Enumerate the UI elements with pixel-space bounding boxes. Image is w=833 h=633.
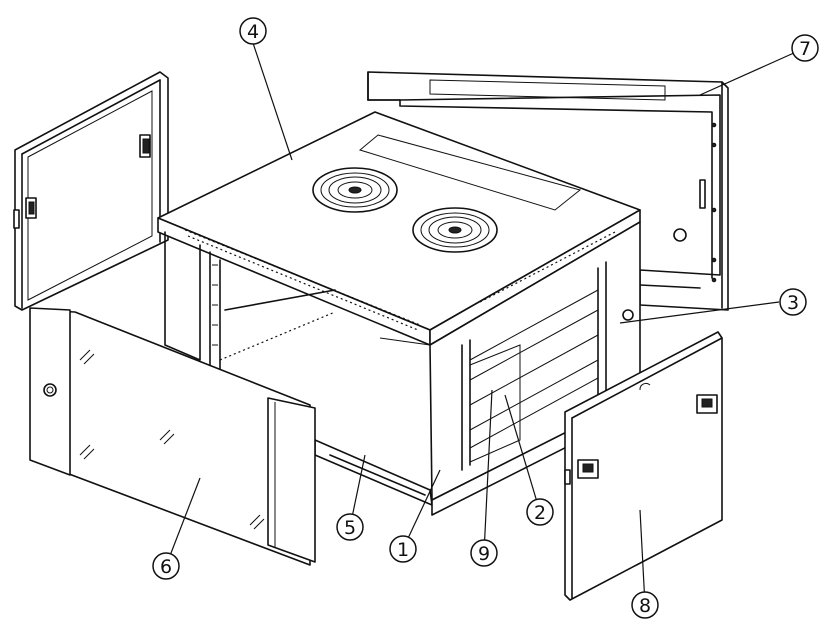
callout-9: 9 <box>470 539 498 567</box>
callout-label: 6 <box>160 556 172 578</box>
callout-3: 3 <box>779 288 807 316</box>
callout-label: 2 <box>534 502 546 524</box>
side-panel <box>564 331 723 601</box>
callout-label: 3 <box>787 292 799 314</box>
callout-label: 1 <box>397 539 409 561</box>
callout-4: 4 <box>239 17 267 45</box>
callout-label: 9 <box>478 543 490 565</box>
callout-2: 2 <box>526 498 554 526</box>
callout-label: 8 <box>639 595 651 617</box>
callout-label: 4 <box>247 21 259 43</box>
callout-1: 1 <box>389 535 417 563</box>
fan <box>312 167 398 213</box>
callout-5: 5 <box>336 513 364 541</box>
rack-rails <box>461 261 607 471</box>
fan-2 <box>412 207 498 253</box>
callout-label: 7 <box>799 38 811 60</box>
callout-6: 6 <box>152 552 180 580</box>
glass-front-door <box>29 307 316 566</box>
callout-label: 5 <box>344 517 356 539</box>
left-door-panel <box>13 71 169 311</box>
leader-lines <box>165 42 806 606</box>
front-vent-slots <box>184 229 421 331</box>
callout-7: 7 <box>791 34 819 62</box>
callout-8: 8 <box>631 591 659 619</box>
